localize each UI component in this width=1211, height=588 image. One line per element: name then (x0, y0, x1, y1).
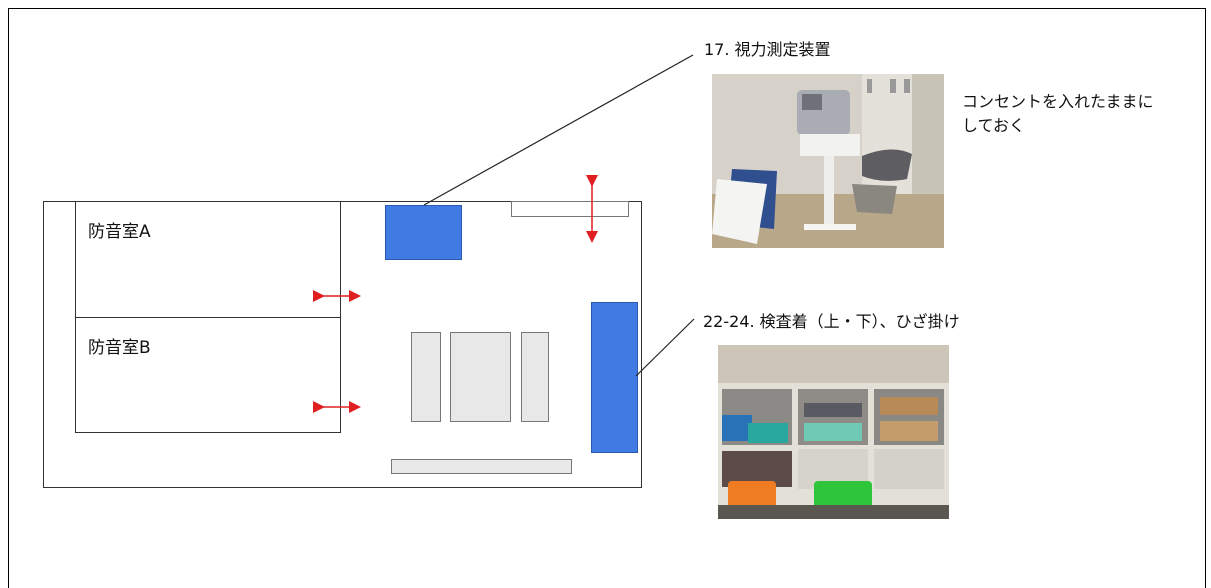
room-a-label: 防音室A (88, 222, 151, 242)
shelf-marker (591, 302, 638, 453)
room-b-label: 防音室B (88, 338, 151, 358)
vision-tester-note: コンセントを入れたままに しておく (962, 90, 1154, 138)
vision-tester-marker (385, 205, 462, 260)
table-left (411, 332, 441, 422)
counter-top (511, 201, 629, 217)
table-center (450, 332, 511, 422)
vision-tester-illustration (712, 74, 944, 248)
note-line-1: コンセントを入れたままに (962, 92, 1154, 111)
table-right (521, 332, 549, 422)
soundproof-room-b (75, 317, 341, 433)
gown-shelf-photo (718, 345, 949, 519)
leader-line-shelf (635, 318, 695, 377)
gown-caption: 22-24. 検査着（上・下）、ひざ掛け (703, 312, 960, 331)
vision-tester-caption: 17. 視力測定装置 (704, 40, 831, 59)
vision-tester-photo (712, 74, 944, 248)
shelf-illustration (718, 345, 949, 519)
soundproof-room-a (75, 201, 341, 318)
leader-line-vision (423, 54, 694, 206)
slide-frame (8, 8, 1206, 588)
bench-bottom (391, 459, 572, 474)
note-line-2: しておく (962, 116, 1026, 135)
